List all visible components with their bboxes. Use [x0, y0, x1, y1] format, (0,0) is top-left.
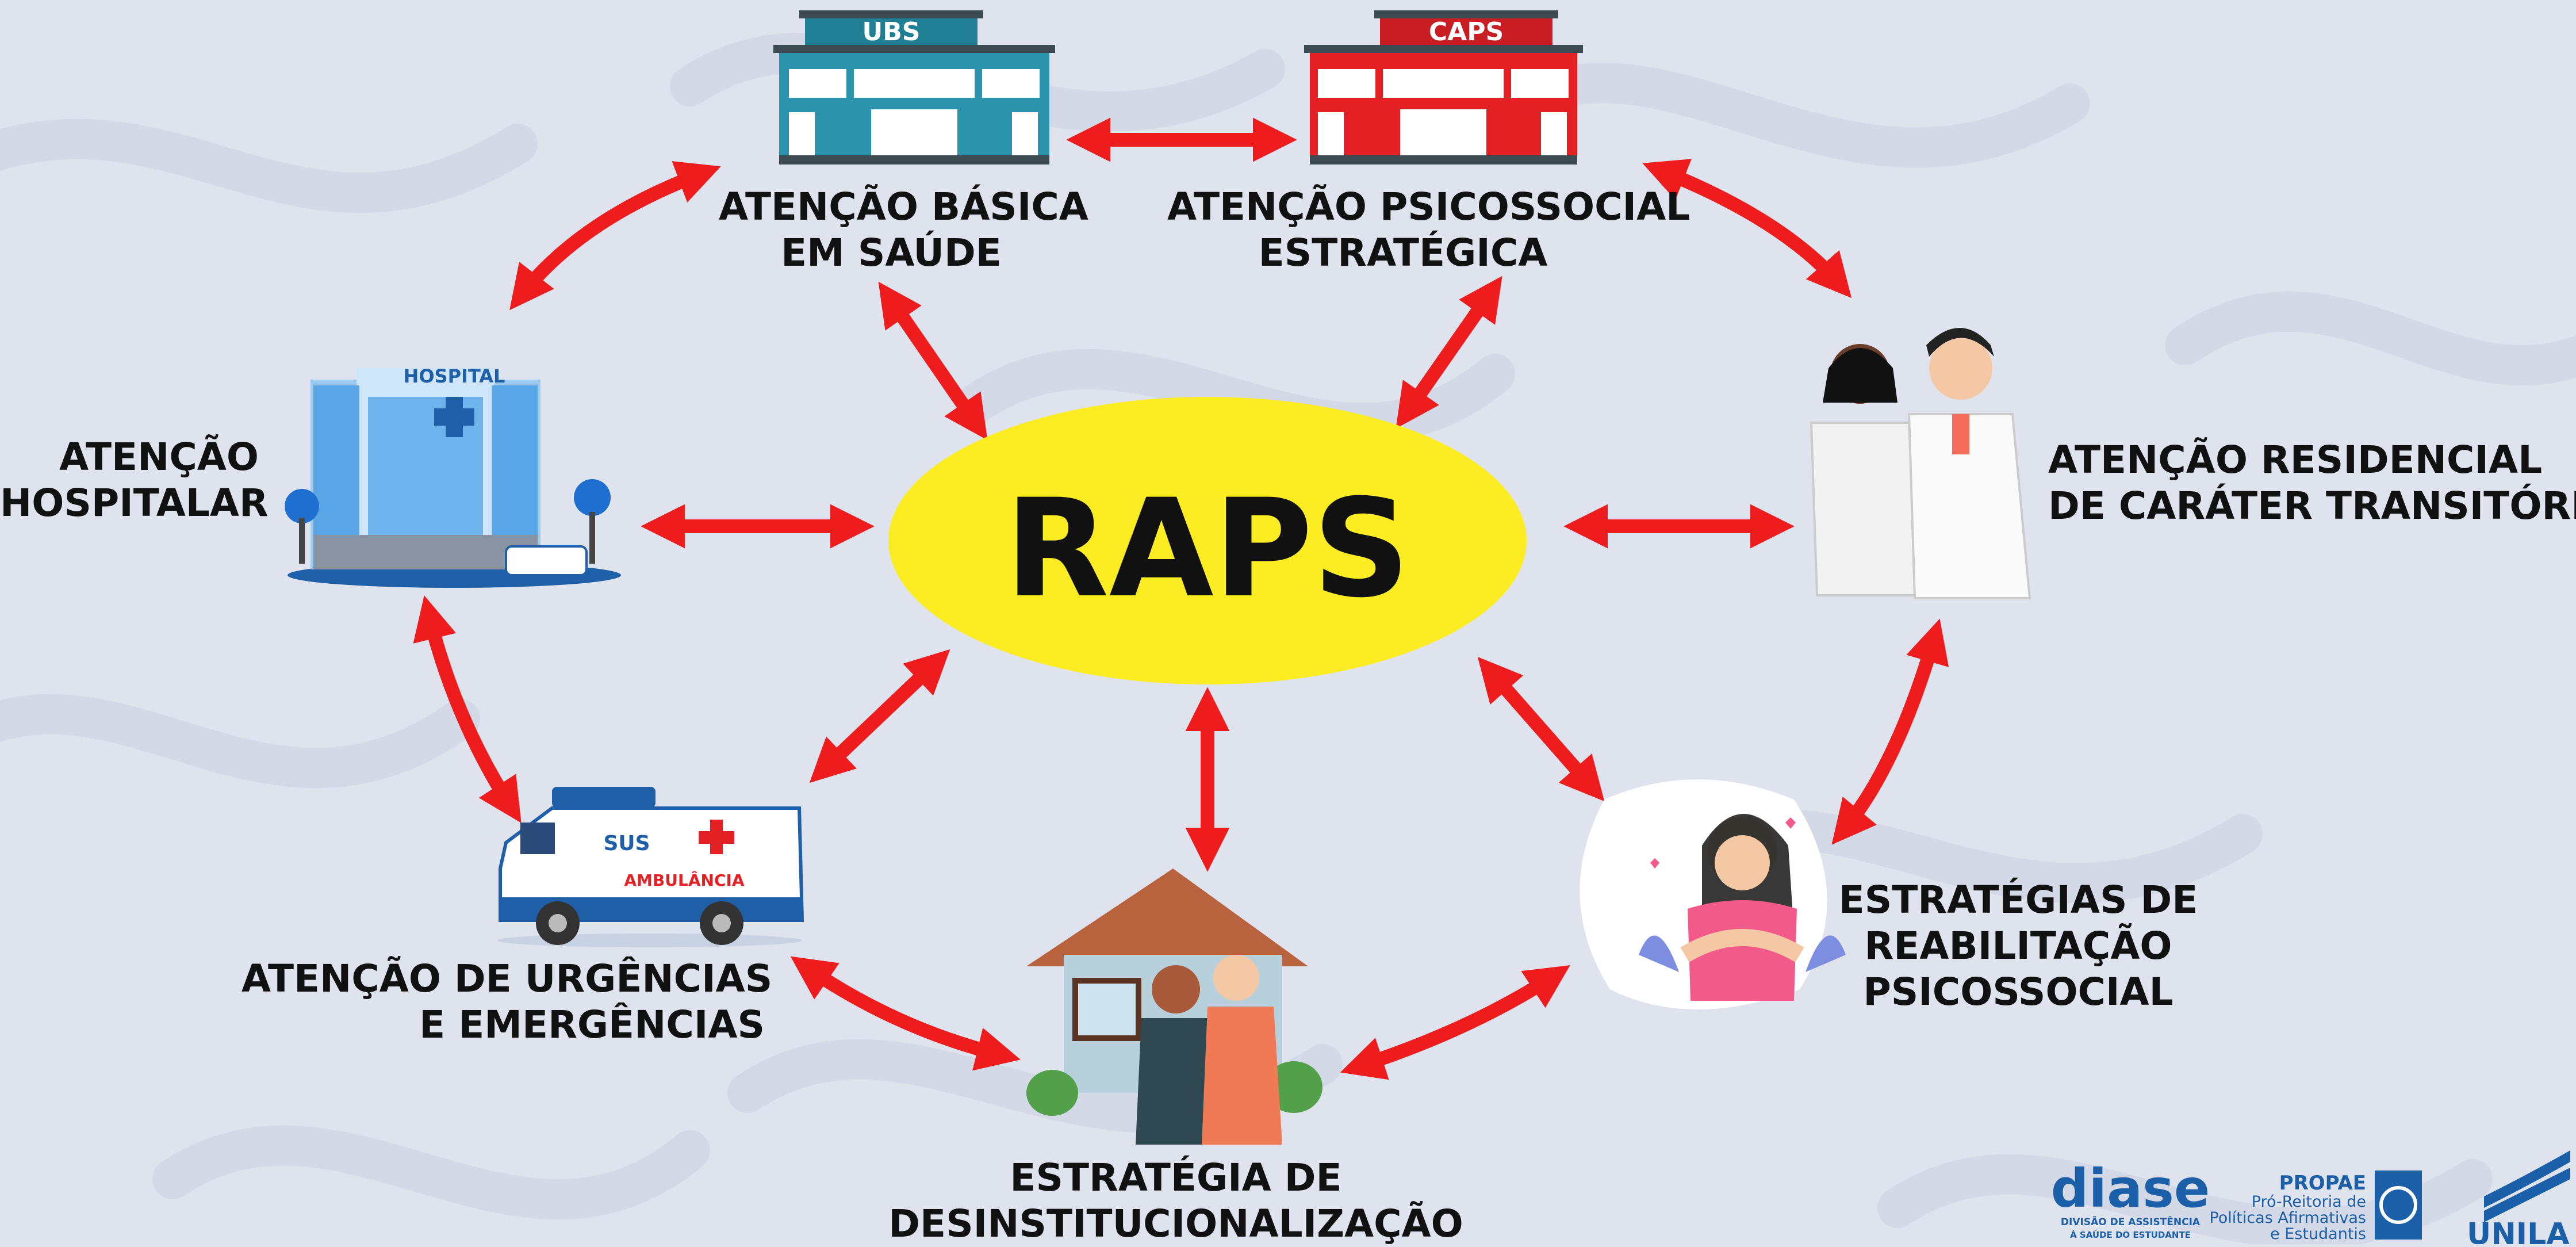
propae-sub2: Políticas Afirmativas — [2209, 1209, 2366, 1227]
label-atencao-residencial: ATENÇÃO RESIDENCIAL DE CARÁTER TRANSITÓR… — [2048, 437, 2576, 529]
diase-sub1: DIVISÃO DE ASSISTÊNCIA — [2061, 1215, 2201, 1228]
diase-sub2: À SAÚDE DO ESTUDANTE — [2070, 1229, 2191, 1240]
doctors-icon — [1810, 328, 2031, 599]
label-atencao-psicossocial: ATENÇÃO PSICOSSOCIAL ESTRATÉGICA — [1167, 184, 1690, 276]
label-line: DE CARÁTER TRANSITÓRIO — [2048, 484, 2576, 528]
label-line: ATENÇÃO PSICOSSOCIAL — [1167, 185, 1690, 229]
label-atencao-basica: ATENÇÃO BÁSICA EM SAÚDE — [719, 184, 1088, 276]
woman-self-care-icon — [1580, 779, 1846, 1009]
house-icon — [1026, 869, 1322, 1145]
raps-title: RAPS — [1005, 471, 1410, 628]
arrow-raps-ambulance — [809, 649, 950, 783]
label-urgencias: ATENÇÃO DE URGÊNCIAS E EMERGÊNCIAS — [241, 956, 773, 1048]
propae-title: PROPAE — [2279, 1172, 2366, 1195]
label-line: ATENÇÃO DE URGÊNCIAS — [241, 957, 773, 1001]
label-line: ESTRATÉGIAS DE — [1838, 878, 2198, 922]
label-line: ATENÇÃO BÁSICA — [719, 185, 1088, 229]
hospital-icon: HOSPITAL — [285, 365, 621, 588]
arrow-caps-raps — [1396, 276, 1502, 429]
diase-logo: diase DIVISÃO DE ASSISTÊNCIA À SAÚDE DO … — [2051, 1158, 2210, 1240]
unila-text: UNILA — [2467, 1217, 2569, 1244]
arrow-residencial-reabilitacao — [1831, 618, 1949, 845]
hospital-sign: HOSPITAL — [404, 365, 505, 387]
label-line: HOSPITALAR — [0, 481, 269, 525]
label-atencao-hospitalar: ATENÇÃO HOSPITALAR — [0, 434, 269, 526]
label-reabilitacao: ESTRATÉGIAS DE REABILITAÇÃO PSICOSSOCIAL — [1828, 877, 2208, 1015]
ambulance-icon: SUS AMBULÂNCIA — [497, 787, 804, 947]
arrow-ambulance-house — [790, 956, 1021, 1071]
label-line: REABILITAÇÃO — [1864, 924, 2172, 968]
propae-sub1: Pró-Reitoria de — [2252, 1193, 2366, 1211]
ambulance-sus-text: SUS — [603, 832, 650, 855]
label-line: EM SAÚDE — [781, 231, 1002, 275]
label-desinstitucionalizacao: ESTRATÉGIA DE DESINSTITUCIONALIZAÇÃO — [888, 1155, 1463, 1247]
label-line: E EMERGÊNCIAS — [419, 1003, 765, 1047]
label-line: ATENÇÃO RESIDENCIAL — [2048, 438, 2543, 482]
connection-arrows — [413, 117, 1949, 1080]
ubs-sign: UBS — [862, 17, 921, 47]
ubs-building-icon: UBS — [773, 10, 1055, 165]
arrow-raps-reabilitacao — [1477, 656, 1605, 802]
caps-building-icon: CAPS — [1304, 10, 1583, 165]
arrow-caps-residencial — [1642, 159, 1852, 299]
arrow-ubs-hospital — [509, 161, 721, 311]
propae-logo: PROPAE Pró-Reitoria de Políticas Afirmat… — [2209, 1171, 2422, 1243]
label-line: DESINSTITUCIONALIZAÇÃO — [888, 1202, 1463, 1246]
label-line: ATENÇÃO — [59, 435, 259, 479]
label-line: ESTRATÉGIA DE — [1010, 1156, 1342, 1200]
propae-sub3: e Estudantis — [2270, 1225, 2366, 1243]
arrow-house-reabilitacao — [1340, 965, 1570, 1080]
unila-logo: UNILA — [2467, 1150, 2570, 1244]
ambulance-side-text: AMBULÂNCIA — [624, 870, 745, 890]
caps-sign: CAPS — [1429, 17, 1504, 47]
diase-logo-text: diase — [2051, 1158, 2210, 1219]
label-line: PSICOSSOCIAL — [1863, 970, 2174, 1014]
arrow-ubs-raps — [878, 281, 988, 441]
arrow-hospital-ambulance — [413, 595, 522, 823]
raps-center: RAPS — [888, 397, 1527, 684]
label-line: ESTRATÉGICA — [1258, 231, 1548, 275]
